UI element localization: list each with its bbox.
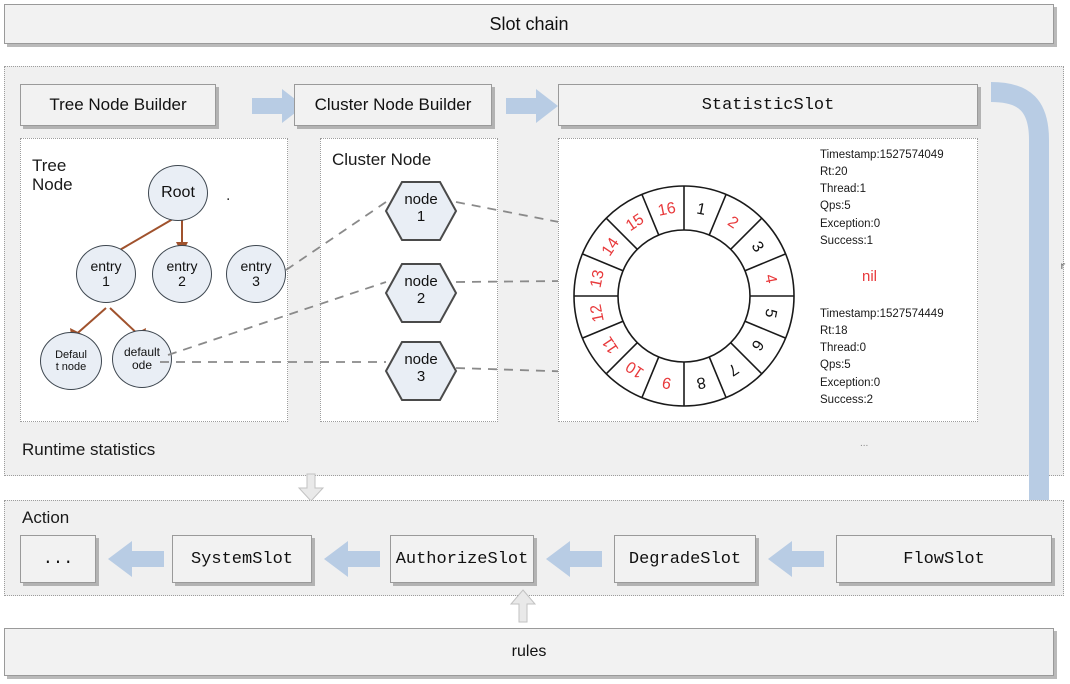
edge-mark-r-label: r [1060, 262, 1067, 273]
ring-segment-label: 2 [724, 213, 741, 232]
cluster-node-builder-label: Cluster Node Builder [314, 95, 472, 114]
arrow-action-1 [106, 540, 164, 578]
tree-dot-marker: . [226, 187, 230, 205]
stats-top-qps: Qps:5 [820, 200, 851, 213]
stats-block-top: Timestamp:1527574049 Rt:20 Thread:1 Qps:… [820, 147, 944, 250]
cluster-node-hex-2[interactable]: node 2 [384, 262, 458, 324]
tree-node-builder-label: Tree Node Builder [49, 95, 187, 114]
ring-segment-label: 12 [588, 303, 608, 324]
edge-mark-r: r [1060, 262, 1066, 273]
tree-node-builder-box[interactable]: Tree Node Builder [20, 84, 216, 126]
action-slot-ellipsis[interactable]: ... [20, 535, 96, 583]
stats-top-timestamp: Timestamp:1527574049 [820, 149, 944, 161]
slot-chain-title-bar: Slot chain [4, 4, 1054, 44]
action-panel-label-text: Action [22, 508, 70, 527]
nil-label-text: nil [862, 268, 878, 285]
feedback-curved-arrow [985, 80, 1065, 550]
stats-top-rt: Rt:20 [820, 166, 848, 179]
stats-top-success: Success:1 [820, 234, 874, 247]
tree-node-group-label: Tree Node [32, 136, 122, 195]
tree-node-root-label: Root [161, 184, 195, 202]
statistics-ellipsis-label: ... [860, 438, 869, 449]
arrow-action-2 [322, 540, 380, 578]
ring-segment-label: 16 [656, 200, 677, 220]
ring-segment-label: 10 [623, 357, 647, 381]
runtime-statistics-label: Runtime statistics [22, 440, 155, 460]
tree-node-entry-3-label: entry 3 [240, 257, 272, 289]
cluster-node-builder-box[interactable]: Cluster Node Builder [294, 84, 492, 126]
cluster-node-group-label-text: Cluster Node [332, 150, 432, 169]
tree-node-default-leaf-1-label: Defaul t node [55, 348, 87, 373]
stats-bottom-timestamp: Timestamp:1527574449 [820, 308, 944, 320]
ring-segment-label: 11 [599, 333, 622, 356]
ring-segment-label: 6 [748, 336, 767, 353]
tree-node-entry-1[interactable]: entry 1 [76, 245, 136, 303]
ring-segment-label: 5 [761, 307, 779, 319]
statistic-slot-box[interactable]: StatisticSlot [558, 84, 978, 126]
stats-bottom-exception: Exception:0 [820, 376, 881, 389]
action-slot-flow-label: FlowSlot [903, 549, 985, 569]
action-slot-authorize[interactable]: AuthorizeSlot [390, 535, 534, 583]
arrow-action-4 [766, 540, 824, 578]
action-panel-label: Action [22, 508, 69, 528]
tree-node-entry-2[interactable]: entry 2 [152, 245, 212, 303]
tree-dot-marker-label: . [226, 187, 231, 204]
statistic-slot-label: StatisticSlot [701, 95, 835, 115]
stats-block-bottom: Timestamp:1527574449 Rt:18 Thread:0 Qps:… [820, 306, 944, 409]
tree-node-default-leaf-2-label: default ode [123, 344, 161, 372]
tree-node-entry-2-label: entry 2 [166, 257, 198, 289]
stats-bottom-rt: Rt:18 [820, 325, 848, 338]
tree-node-root[interactable]: Root [148, 165, 208, 221]
ring-segment-label: 8 [695, 373, 707, 391]
cluster-node-hex-1[interactable]: node 1 [384, 180, 458, 242]
stats-bottom-qps: Qps:5 [820, 359, 851, 372]
tree-node-default-leaf-1[interactable]: Defaul t node [40, 332, 102, 390]
ring-segment-label: 15 [623, 211, 647, 235]
ring-segment-label: 4 [761, 273, 779, 285]
stats-top-exception: Exception:0 [820, 217, 881, 230]
arrow-builder-2 [506, 88, 560, 124]
rules-bar-label: rules [511, 643, 547, 660]
nil-label: nil [862, 268, 877, 285]
tree-node-group-label-text: Tree Node [32, 155, 73, 195]
action-slot-authorize-label: AuthorizeSlot [395, 549, 529, 569]
arrow-builder-1 [252, 88, 306, 124]
action-slot-ellipsis-label: ... [42, 549, 74, 569]
tree-node-default-leaf-2[interactable]: default ode [112, 330, 172, 388]
statistic-slot-group [558, 138, 978, 422]
tree-node-entry-3[interactable]: entry 3 [226, 245, 286, 303]
slot-chain-title-label: Slot chain [489, 13, 569, 34]
arrow-action-3 [544, 540, 602, 578]
arrow-runtime-to-action [296, 473, 326, 502]
ring-segment-label: 13 [588, 268, 608, 289]
arrow-rules-to-authorize [508, 589, 538, 623]
stats-top-thread: Thread:1 [820, 183, 867, 196]
ring-segment-label: 1 [695, 200, 707, 218]
action-slot-system[interactable]: SystemSlot [172, 535, 312, 583]
stats-bottom-success: Success:2 [820, 393, 874, 406]
rules-bar: rules [4, 628, 1054, 676]
action-slot-degrade[interactable]: DegradeSlot [614, 535, 756, 583]
ring-segment-label: 14 [599, 235, 623, 259]
cluster-node-group-label: Cluster Node [332, 150, 431, 170]
action-slot-flow[interactable]: FlowSlot [836, 535, 1052, 583]
statistics-ellipsis: ... [860, 438, 868, 449]
stats-bottom-thread: Thread:0 [820, 342, 867, 355]
cluster-node-hex-3[interactable]: node 3 [384, 340, 458, 402]
tree-node-entry-1-label: entry 1 [90, 257, 122, 289]
action-slot-degrade-label: DegradeSlot [628, 549, 742, 569]
action-slot-system-label: SystemSlot [190, 549, 294, 569]
ring-segment-label: 9 [661, 373, 673, 391]
ring-segment-label: 3 [748, 239, 767, 256]
ring-segment-label: 7 [724, 360, 741, 379]
runtime-statistics-label-text: Runtime statistics [22, 440, 156, 459]
